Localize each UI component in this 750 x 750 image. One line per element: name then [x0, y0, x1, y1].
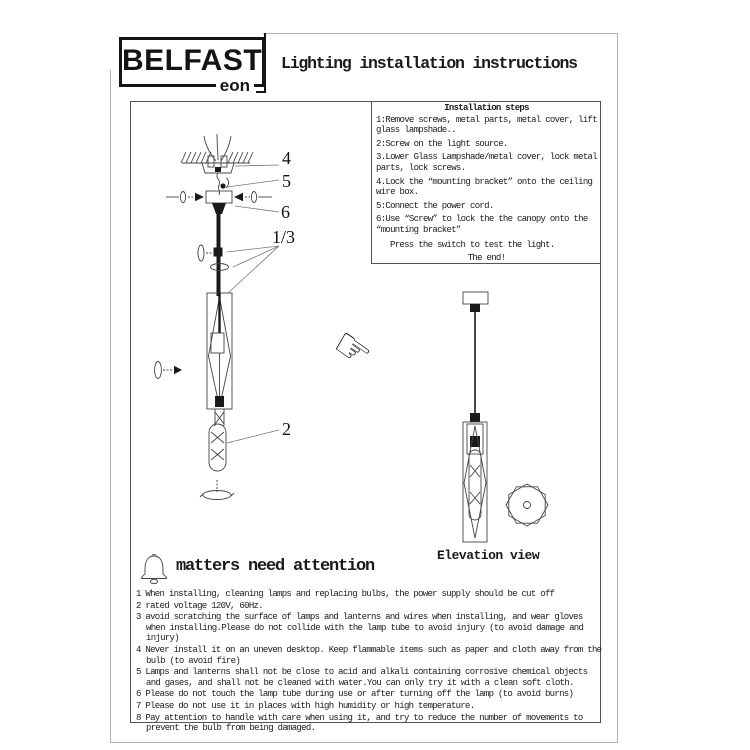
attention-item-8: 8 Pay attention to handle with care when…: [136, 712, 583, 734]
rod-screw: [197, 244, 223, 262]
elevation-shade: [462, 421, 488, 543]
page-frame-right: [617, 33, 618, 743]
glass-shade: [206, 292, 233, 410]
rotation-mark: [199, 480, 235, 500]
bell-icon: [141, 554, 167, 585]
ceiling: [180, 151, 254, 164]
elevation-top-view: [505, 483, 549, 527]
brand-name: BELFAST: [122, 44, 263, 77]
steps-press-note: Press the switch to test the light.: [390, 239, 555, 250]
page-frame-top: [263, 33, 618, 34]
step-4: 4.Lock the “mounting bracket” onto the c…: [376, 176, 593, 198]
attention-item-7: 7 Please do not use it in places with hi…: [136, 701, 475, 712]
canopy-screw-right: [234, 191, 272, 203]
exploded-view-diagram: [154, 133, 280, 500]
content-border: [130, 101, 601, 723]
step-5: 5:Connect the power cord.: [376, 200, 494, 211]
attention-list: 1 When installing, cleaning lamps and re…: [136, 589, 602, 735]
steps-title: Installation steps: [444, 103, 529, 113]
attention-title: matters need attention: [176, 557, 375, 576]
attention-item-5: 5 Lamps and lanterns shall not be close …: [136, 667, 588, 688]
canopy-screw-left: [166, 191, 204, 203]
steps-end-note: The end!: [467, 253, 506, 264]
brand-subname: eon: [215, 76, 254, 96]
rod-ring: [210, 263, 229, 271]
attention-item-2: 2 rated voltage 120V, 60Hz.: [136, 600, 264, 611]
attention-item-6: 6 Please do not touch the lamp tube duri…: [136, 689, 574, 700]
header-divider: [264, 33, 266, 93]
bulb: [208, 409, 227, 472]
brand-logo: BELFAST eon: [119, 37, 265, 96]
page-frame-left: [110, 70, 111, 743]
installation-steps-panel: Installation steps 1:Remove screws, meta…: [371, 101, 601, 264]
step-6: 6:Use “Screw” to lock the the canopy ont…: [376, 214, 588, 236]
elevation-caption: Elevation view: [437, 548, 540, 563]
callout-5: 5: [282, 171, 291, 191]
elevation-view-diagram: [462, 291, 549, 543]
step-2: 2:Screw on the light source.: [376, 138, 508, 149]
leader-lines: [226, 164, 280, 444]
callout-4: 4: [282, 148, 291, 168]
attention-item-3: 3 avoid scratching the surface of lamps …: [136, 612, 584, 644]
step-3: 3.Lower Glass Lampshade/metal cover, loc…: [376, 152, 598, 174]
elevation-socket-cap: [470, 413, 480, 422]
callout-6: 6: [281, 202, 290, 222]
cord-connector: [216, 172, 230, 196]
callout-2: 2: [282, 419, 291, 439]
callout-1-3: 1/3: [272, 227, 296, 247]
step-1: 1:Remove screws, metal parts, metal cove…: [376, 114, 598, 136]
wires: [203, 133, 232, 162]
attention-item-1: 1 When installing, cleaning lamps and re…: [136, 589, 555, 599]
elevation-canopy: [462, 291, 489, 312]
page-title: Lighting installation instructions: [281, 54, 578, 73]
attention-item-4: 4 Never install it on an uneven desktop.…: [136, 645, 602, 666]
socket-screw: [154, 361, 182, 379]
canopy: [205, 190, 233, 214]
page-frame-bottom: [110, 742, 618, 743]
header-divider-foot: [256, 91, 265, 93]
mounting-bracket: [201, 155, 235, 174]
